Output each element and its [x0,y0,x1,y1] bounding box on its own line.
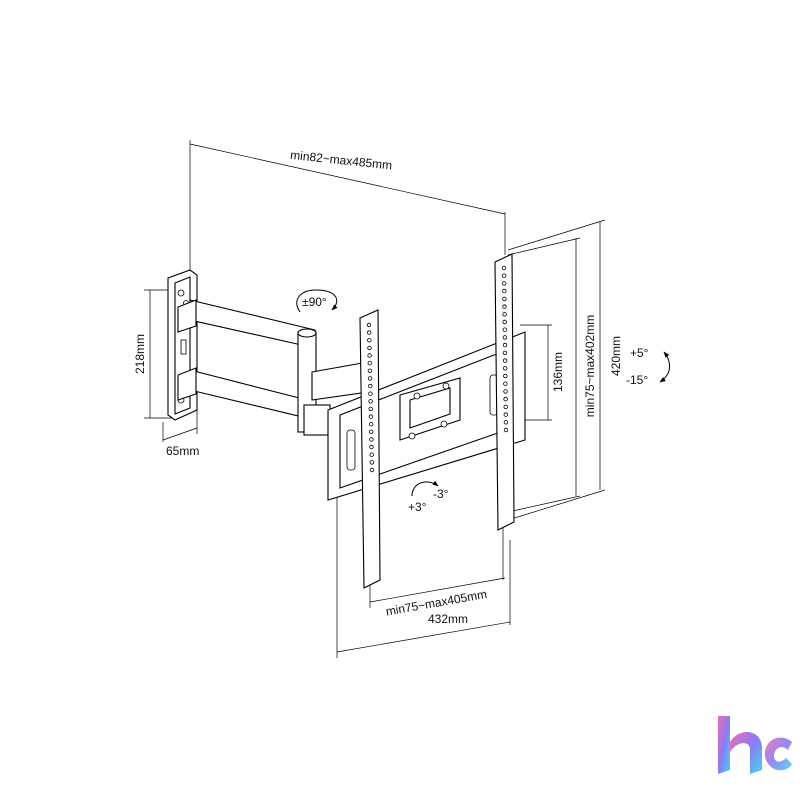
rail-hole [368,383,373,389]
rail-hole [503,396,508,402]
wall-plate-width-label: 65mm [166,444,199,458]
rail-hole [502,312,507,317]
rail-hole [503,420,509,425]
wall-plate-height-label: 218mm [133,334,147,374]
rail-hole [502,288,507,294]
rail-hole [503,381,508,386]
total-height-label: 420mm [609,336,623,376]
rail-hole [503,373,508,379]
swivel-label: ±90° [302,295,327,309]
rail-hole [367,368,373,373]
rotate-plus-label: +3° [408,500,427,514]
angle-indicators [296,289,670,497]
rail-hole [502,281,507,286]
tilt-down-label: -15° [626,373,648,387]
rail-hole [503,412,508,417]
rail-hole [367,345,372,351]
rail-hole [369,429,374,434]
rail-hole [367,361,372,366]
angle-labels: ±90° +5° -15° +3° -3° [302,295,649,514]
rail-hole [369,444,374,450]
vertical-vesa-label: min75~max402mm [583,315,597,417]
rail-hole [368,406,373,412]
articulating-arms [177,299,369,436]
rail-hole [503,427,509,433]
rail-hole [367,330,372,335]
rotate-minus-label: -3° [433,487,449,501]
rail-hole [502,319,507,325]
rail-hole [367,353,372,358]
rail-hole [503,366,508,371]
rail-hole [502,335,508,340]
rail-hole [502,327,507,332]
rail-hole [368,422,374,427]
rail-hole [502,304,507,309]
rail-hole [367,376,373,381]
rail-hole [503,389,508,394]
rail-holes [366,265,509,473]
arm-extension-label: min82~max485mm [290,148,393,173]
dimension-lines [144,140,606,658]
rail-hole [369,452,374,457]
hc-logo [718,716,792,774]
rail-hole [369,467,375,473]
rail-hole [368,414,374,419]
rail-hole [502,350,508,356]
rail-hole [503,404,508,410]
rail-hole [367,338,372,343]
rail-hole [501,273,507,278]
rail-hole [366,322,372,328]
tv-bracket [327,253,526,589]
rail-hole [369,437,374,442]
bracket-height-label: 136mm [551,352,565,392]
rail-hole [502,358,508,363]
rail-hole [502,342,508,348]
total-width-label: 432mm [428,612,468,626]
rail-hole [369,460,374,465]
rail-hole [368,399,373,404]
rail-hole [501,265,507,271]
rail-hole [368,391,373,396]
tilt-up-label: +5° [630,346,649,360]
rail-hole [502,296,507,302]
